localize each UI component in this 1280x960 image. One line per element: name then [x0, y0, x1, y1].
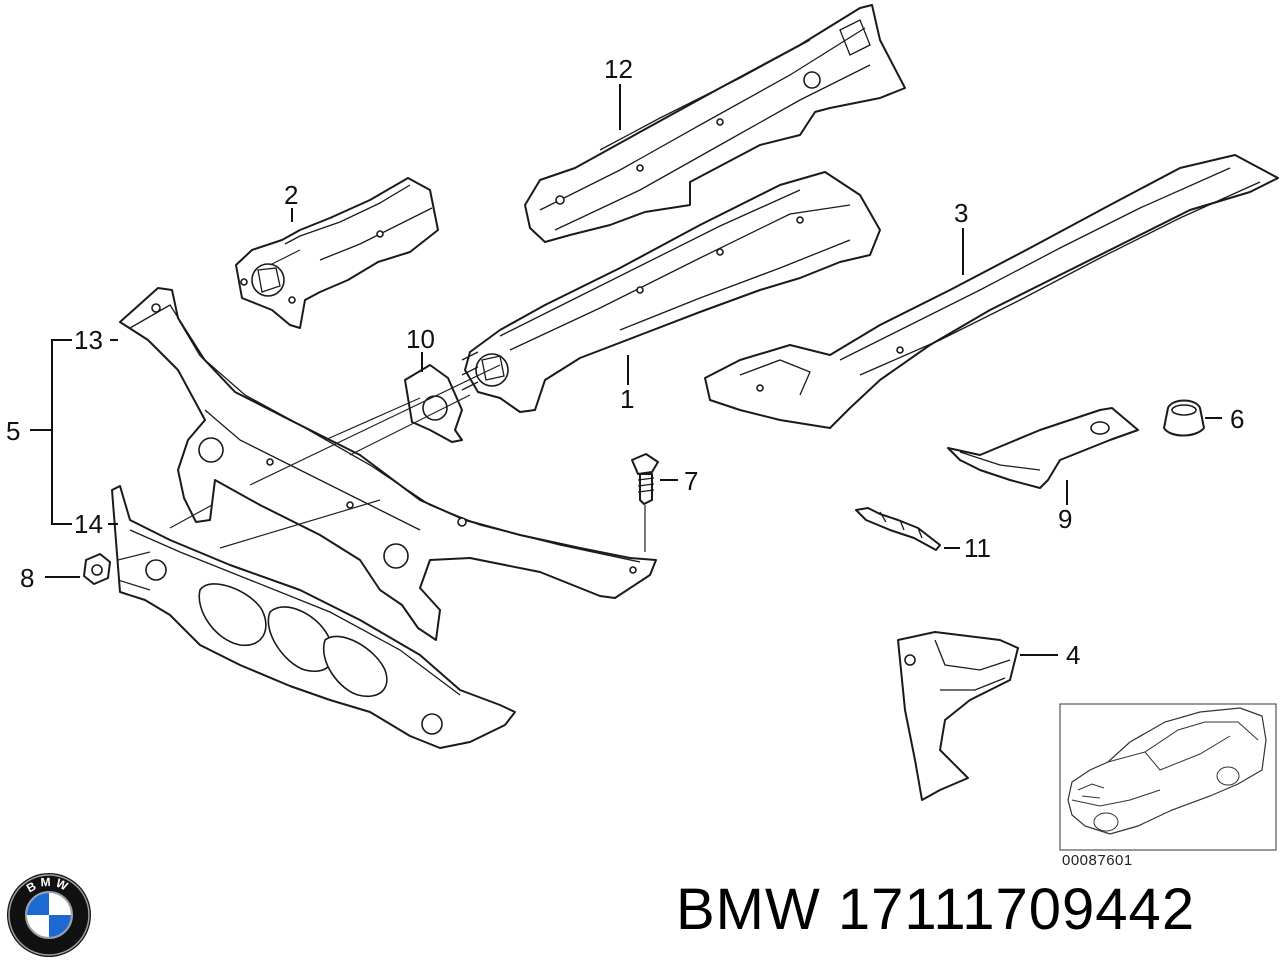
part-1-drawing — [464, 171, 881, 413]
part-10-drawing — [404, 351, 479, 443]
part-12-drawing — [524, 4, 906, 243]
label-3: 3 — [954, 198, 968, 228]
part-13-drawing — [119, 287, 657, 641]
part-6-drawing — [1163, 399, 1205, 437]
label-13: 13 — [74, 325, 103, 355]
leader-lines — [30, 84, 1222, 656]
label-9: 9 — [1058, 504, 1072, 534]
part-11-drawing — [855, 507, 941, 551]
part-14-drawing — [111, 485, 516, 749]
label-5: 5 — [6, 416, 20, 446]
reference-vehicle-inset — [1059, 703, 1277, 851]
svg-text:BMW: BMW — [24, 875, 74, 896]
label-1: 1 — [620, 384, 634, 414]
part-9-drawing — [947, 407, 1139, 489]
callout-labels: 12 2 3 10 1 6 7 9 11 4 13 5 14 8 — [6, 54, 1244, 670]
part-7-drawing — [631, 453, 659, 505]
label-14: 14 — [74, 509, 103, 539]
part-2-drawing — [235, 177, 439, 329]
part-3-drawing — [704, 154, 1279, 429]
label-8: 8 — [20, 563, 34, 593]
reference-code: 00087601 — [1062, 852, 1133, 869]
part-number-title: BMW 17111709442 — [676, 877, 1196, 942]
label-11: 11 — [964, 533, 991, 563]
bmw-logo-icon: BMW — [7, 873, 91, 957]
label-6: 6 — [1230, 404, 1244, 434]
label-12: 12 — [604, 54, 633, 84]
assembly-lines — [117, 249, 646, 591]
label-10: 10 — [406, 324, 435, 354]
label-7: 7 — [684, 466, 698, 496]
label-4: 4 — [1066, 640, 1080, 670]
part-8-drawing — [83, 553, 111, 585]
label-2: 2 — [284, 180, 298, 210]
part-4-drawing — [897, 631, 1019, 801]
